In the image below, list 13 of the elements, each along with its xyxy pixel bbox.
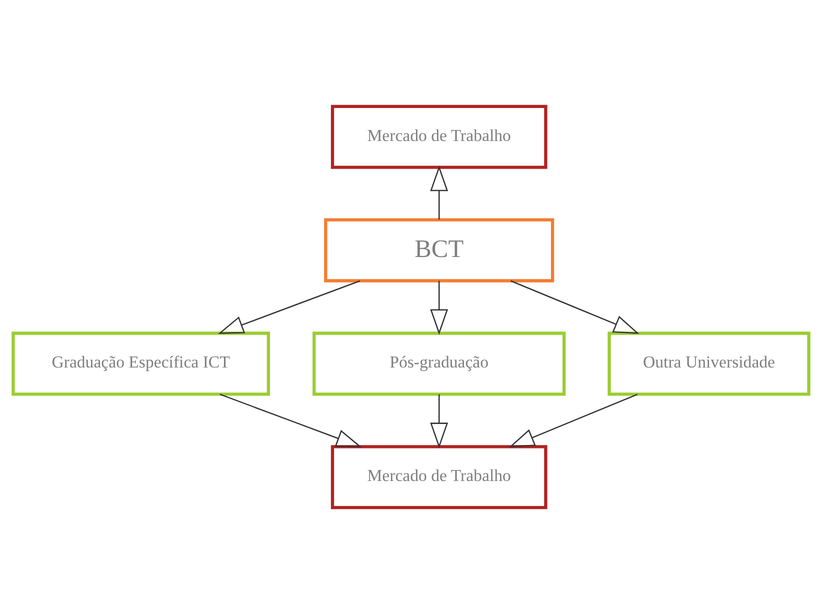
arrow: [218, 280, 360, 334]
node-box: Graduação Específica ICT: [11, 331, 270, 396]
node-box: Outra Universidade: [607, 331, 810, 396]
arrow: [219, 393, 362, 447]
arrow: [430, 280, 448, 334]
arrow: [508, 393, 638, 447]
arrow: [430, 165, 448, 220]
arrow: [510, 280, 639, 334]
node-box: Mercado de Trabalho: [330, 444, 547, 509]
node-box: BCT: [324, 218, 554, 282]
node-box: Pós-graduação: [312, 331, 566, 396]
node-box: Mercado de Trabalho: [330, 104, 547, 168]
arrow: [430, 394, 448, 448]
